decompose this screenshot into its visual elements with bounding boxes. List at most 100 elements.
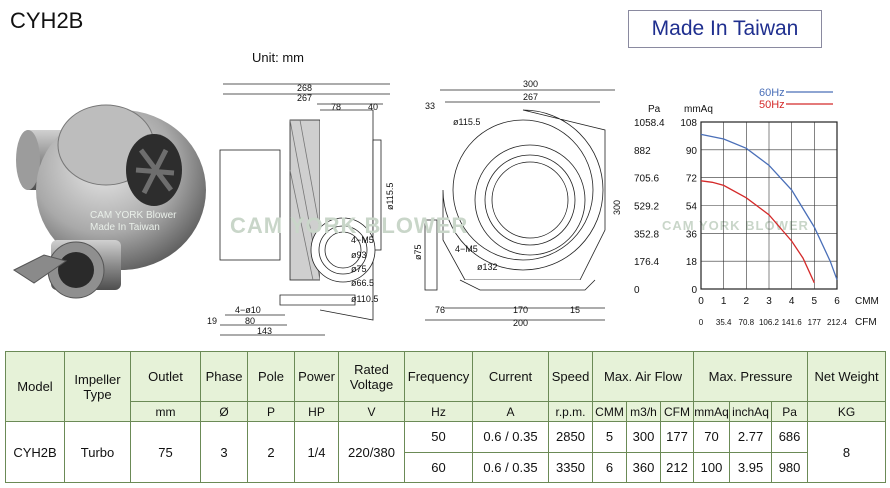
th-speed: Speed xyxy=(548,351,593,402)
cell-m3h-60: 360 xyxy=(626,451,661,483)
cell-cfm-60: 212 xyxy=(659,451,695,483)
dim-side-d110: ø110.5 xyxy=(351,294,378,304)
cell-current-60: 0.6 / 0.35 xyxy=(472,451,549,483)
x-tick-cmm: 5 xyxy=(812,296,818,307)
cell-cfm-50: 177 xyxy=(659,421,695,453)
brand-watermark: CAM YORK BLOWER xyxy=(230,213,469,238)
cell-voltage: 220/380 xyxy=(338,421,405,483)
dim-front-d75: ø75 xyxy=(413,244,423,260)
cell-speed-60: 3350 xyxy=(548,451,593,483)
dim-side-267: 267 xyxy=(297,93,312,103)
dim-side-d75: ø75 xyxy=(351,264,367,274)
spec-table: Model Impeller Type Outlet Phase Pole Po… xyxy=(5,351,887,483)
th-weight: Net Weight xyxy=(807,351,887,402)
cell-cmm-60: 6 xyxy=(592,451,627,483)
dim-side-4d10: 4−ø10 xyxy=(235,305,261,315)
cell-mmaq-50: 70 xyxy=(693,421,731,453)
dim-front-33: 33 xyxy=(425,101,435,111)
unit-cell: P xyxy=(247,401,295,422)
unit-label: Unit: mm xyxy=(252,50,304,65)
th-impeller: Impeller Type xyxy=(64,351,131,422)
photo-watermark: CAM YORK Blower xyxy=(90,210,177,221)
unit-cell: Ø xyxy=(200,401,248,422)
dim-front-4m5: 4−M5 xyxy=(455,244,478,254)
cell-frequency-60: 60 xyxy=(404,451,473,483)
series-line-50Hz xyxy=(700,180,815,284)
cell-cmm-50: 5 xyxy=(592,421,627,453)
unit-cell: Hz xyxy=(404,401,473,422)
x-tick-cfm: 70.8 xyxy=(739,318,755,327)
legend-label: 50Hz xyxy=(759,99,785,111)
cell-m3h-50: 300 xyxy=(626,421,661,453)
photo-watermark-sub: Made In Taiwan xyxy=(90,222,160,233)
cell-pa-60: 980 xyxy=(771,451,809,483)
made-in-taiwan-badge: Made In Taiwan xyxy=(628,10,822,48)
unit-cell: CFM xyxy=(659,401,695,422)
table-row: 60 0.6 / 0.35 3350 6 360 212 100 3.95 98… xyxy=(6,451,886,483)
cell-phase: 3 xyxy=(200,421,248,483)
dim-side-19: 19 xyxy=(207,316,217,326)
y-left-tick: 705.6 xyxy=(634,174,659,185)
cell-frequency-50: 50 xyxy=(404,421,473,453)
dim-front-170: 170 xyxy=(513,305,528,315)
unit-cell: HP xyxy=(294,401,339,422)
th-frequency: Frequency xyxy=(404,351,473,402)
front-view-drawing: 33 300 267 ø115.5 4−M5 ø132 ø75 300 76 1… xyxy=(413,80,622,328)
x-tick-cmm: 0 xyxy=(698,296,704,307)
x-tick-cfm: 141.6 xyxy=(782,318,803,327)
cell-inchaq-60: 3.95 xyxy=(729,451,773,483)
x-axis-label-cfm: CFM xyxy=(855,317,877,328)
unit-cell: A xyxy=(472,401,549,422)
y-right-tick: 36 xyxy=(686,229,698,240)
y-left-tick: 0 xyxy=(634,285,640,296)
x-tick-cfm: 35.4 xyxy=(716,318,732,327)
cell-mmaq-60: 100 xyxy=(693,451,731,483)
unit-cell: inchAq xyxy=(729,401,773,422)
th-phase: Phase xyxy=(200,351,248,402)
y-left-axis-label: Pa xyxy=(648,104,661,115)
x-tick-cmm: 3 xyxy=(766,296,772,307)
y-right-tick: 90 xyxy=(686,146,698,157)
y-right-tick: 72 xyxy=(686,174,698,185)
x-tick-cfm: 0 xyxy=(699,318,704,327)
dim-front-300v: 300 xyxy=(612,200,622,215)
y-left-tick: 882 xyxy=(634,146,651,157)
cell-outlet: 75 xyxy=(130,421,201,483)
cell-current-50: 0.6 / 0.35 xyxy=(472,421,549,453)
y-right-tick: 0 xyxy=(691,285,697,296)
dim-front-267: 267 xyxy=(523,92,538,102)
table-row: CYH2B Turbo 75 3 2 1/4 220/380 50 0.6 / … xyxy=(5,421,887,483)
dim-front-300: 300 xyxy=(523,80,538,89)
th-pressure: Max. Pressure xyxy=(693,351,809,402)
x-tick-cfm: 212.4 xyxy=(827,318,848,327)
dim-side-268: 268 xyxy=(297,83,312,93)
th-pole: Pole xyxy=(247,351,295,402)
unit-cell: Pa xyxy=(771,401,809,422)
model-title: CYH2B xyxy=(10,8,84,33)
th-model: Model xyxy=(5,351,65,422)
y-right-axis-label: mmAq xyxy=(684,104,713,115)
dim-side-4m5: 4−M5 xyxy=(351,235,374,245)
y-right-tick: 54 xyxy=(686,202,698,213)
x-tick-cmm: 4 xyxy=(789,296,795,307)
side-view-drawing: 268 267 78 40 ø115.5 4−M5 ø93 ø75 ø66.5 … xyxy=(207,83,395,336)
th-power: Power xyxy=(294,351,339,402)
dim-side-78: 78 xyxy=(331,102,341,112)
cell-power: 1/4 xyxy=(294,421,339,483)
dim-side-d93: ø93 xyxy=(351,250,367,260)
dim-side-40: 40 xyxy=(368,102,378,112)
x-tick-cmm: 6 xyxy=(834,296,840,307)
cell-inchaq-50: 2.77 xyxy=(729,421,773,453)
unit-cell: KG xyxy=(807,401,887,422)
unit-cell: r.p.m. xyxy=(548,401,593,422)
y-left-tick: 529.2 xyxy=(634,202,659,213)
unit-cell: V xyxy=(338,401,405,422)
cell-pa-50: 686 xyxy=(771,421,809,453)
th-current: Current xyxy=(472,351,549,402)
brand-watermark-chart: CAM YORK BLOWER xyxy=(662,218,809,233)
x-tick-cmm: 1 xyxy=(721,296,727,307)
cell-impeller: Turbo xyxy=(64,421,131,483)
y-left-tick: 352.8 xyxy=(634,229,659,240)
cell-model: CYH2B xyxy=(5,421,65,483)
